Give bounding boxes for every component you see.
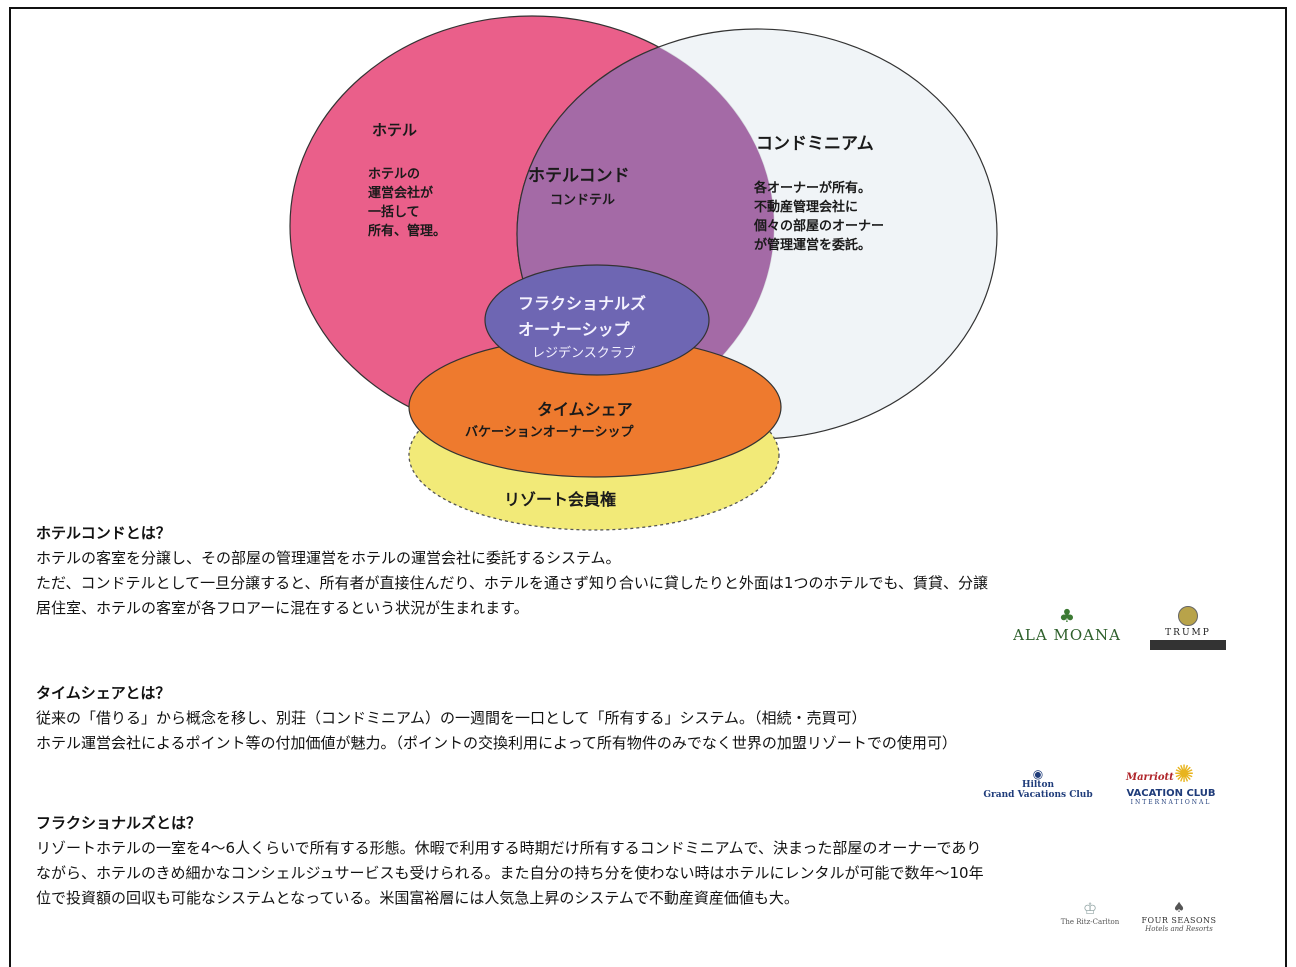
hilton-brand-text: Hilton [1021, 780, 1055, 790]
four-seasons-logo: ♠ FOUR SEASONS Hotels and Resorts [1136, 900, 1222, 933]
section-timeshare: タイムシェアとは？ 従来の「借りる」から概念を移し、別荘（コンドミニアム）の一週… [36, 682, 1266, 756]
hilton-emblem-icon: ◉ [1032, 767, 1044, 781]
palm-icon: ♣ [1058, 606, 1076, 627]
tree-icon: ♠ [1172, 900, 1186, 916]
marriott-brand-text: Marriott [1126, 772, 1174, 783]
marriott-logo-subtext: INTERNATIONAL [1130, 799, 1212, 806]
lion-crest-icon: ♔ [1082, 899, 1098, 918]
trump-emblem-icon [1178, 606, 1198, 626]
alamoana-logo: ♣ ALA MOANA [1004, 606, 1130, 645]
section-line: ホテルの客室を分譲し、その部屋の管理運営をホテルの運営会社に委託するシステム。 [36, 549, 621, 567]
trump-logo: TRUMP [1146, 606, 1230, 650]
timeshare-title: タイムシェア [537, 400, 633, 419]
section-line: 従来の「借りる」から概念を移し、別荘（コンドミニアム）の一週間を一口として「所有… [36, 709, 867, 727]
fractional-subtitle: レジデンスクラブ [532, 346, 636, 361]
hotelcondo-title: ホテルコンド [528, 166, 630, 186]
section-line: リゾートホテルの一室を4～6人くらいで所有する形態。休暇で利用する時期だけ所有す… [36, 839, 982, 857]
fractional-ellipse [484, 264, 710, 376]
hotel-title: ホテル [372, 121, 418, 139]
section-title: ホテルコンドとは？ [36, 524, 171, 542]
four-seasons-logo-subtext: Hotels and Resorts [1145, 925, 1213, 933]
timeshare-subtitle: バケーションオーナーシップ [465, 425, 634, 440]
section-title: フラクショナルズとは？ [36, 814, 202, 832]
hilton-grand-vacations-logo: ◉ Hilton Grand Vacations Club [974, 768, 1102, 800]
resort-membership-title: リゾート会員権 [504, 490, 617, 509]
condo-title: コンドミニアム [756, 134, 874, 154]
section-line: 位で投資額の回収も可能なシステムとなっている。米国富裕層には人気急上昇のシステム… [36, 889, 799, 907]
section-title: タイムシェアとは？ [36, 684, 171, 702]
trump-logo-bar [1150, 640, 1226, 650]
ritz-carlton-logo: ♔ The Ritz-Carlton [1046, 899, 1134, 927]
section-line: ホテル運営会社によるポイント等の付加価値が魅力。（ポイントの交換利用によって所有… [36, 734, 957, 752]
hotel-description: ホテルの 運営会社が 一括して 所有、管理。 [368, 167, 447, 239]
hotelcondo-subtitle: コンドテル [550, 193, 616, 208]
section-line: ながら、ホテルのきめ細かなコンシェルジュサービスも受けられる。また自分の持ち分を… [36, 864, 984, 882]
condo-description: 各オーナーが所有。 不動産管理会社に 個々の部屋のオーナー が管理運営を委託。 [754, 181, 885, 253]
fractional-title-line2: オーナーシップ [518, 320, 630, 339]
hilton-logo-text: Grand Vacations Club [983, 790, 1093, 800]
sun-icon: ✺ [1174, 760, 1195, 788]
marriott-vacation-club-logo: Marriott ✺ VACATION CLUB INTERNATIONAL [1112, 762, 1230, 806]
four-seasons-logo-text: FOUR SEASONS [1141, 916, 1217, 925]
ritz-carlton-logo-text: The Ritz-Carlton [1060, 918, 1120, 926]
fractional-title-line1: フラクショナルズ [518, 294, 647, 313]
alamoana-logo-text: ALA MOANA [1013, 626, 1121, 644]
section-line: 居住室、ホテルの客室が各フロアーに混在するという状況が生まれます。 [36, 599, 529, 617]
marriott-logo-emblem: Marriott ✺ [1112, 762, 1230, 788]
section-fractional: フラクショナルズとは？ リゾートホテルの一室を4～6人くらいで所有する形態。休暇… [36, 812, 1266, 911]
section-hotelcondo: ホテルコンドとは？ ホテルの客室を分譲し、その部屋の管理運営をホテルの運営会社に… [36, 522, 1266, 621]
marriott-logo-text: VACATION CLUB [1126, 788, 1216, 799]
section-line: ただ、コンドテルとして一旦分譲すると、所有者が直接住んだり、ホテルを通さず知り合… [36, 574, 989, 592]
trump-logo-text: TRUMP [1165, 628, 1211, 638]
